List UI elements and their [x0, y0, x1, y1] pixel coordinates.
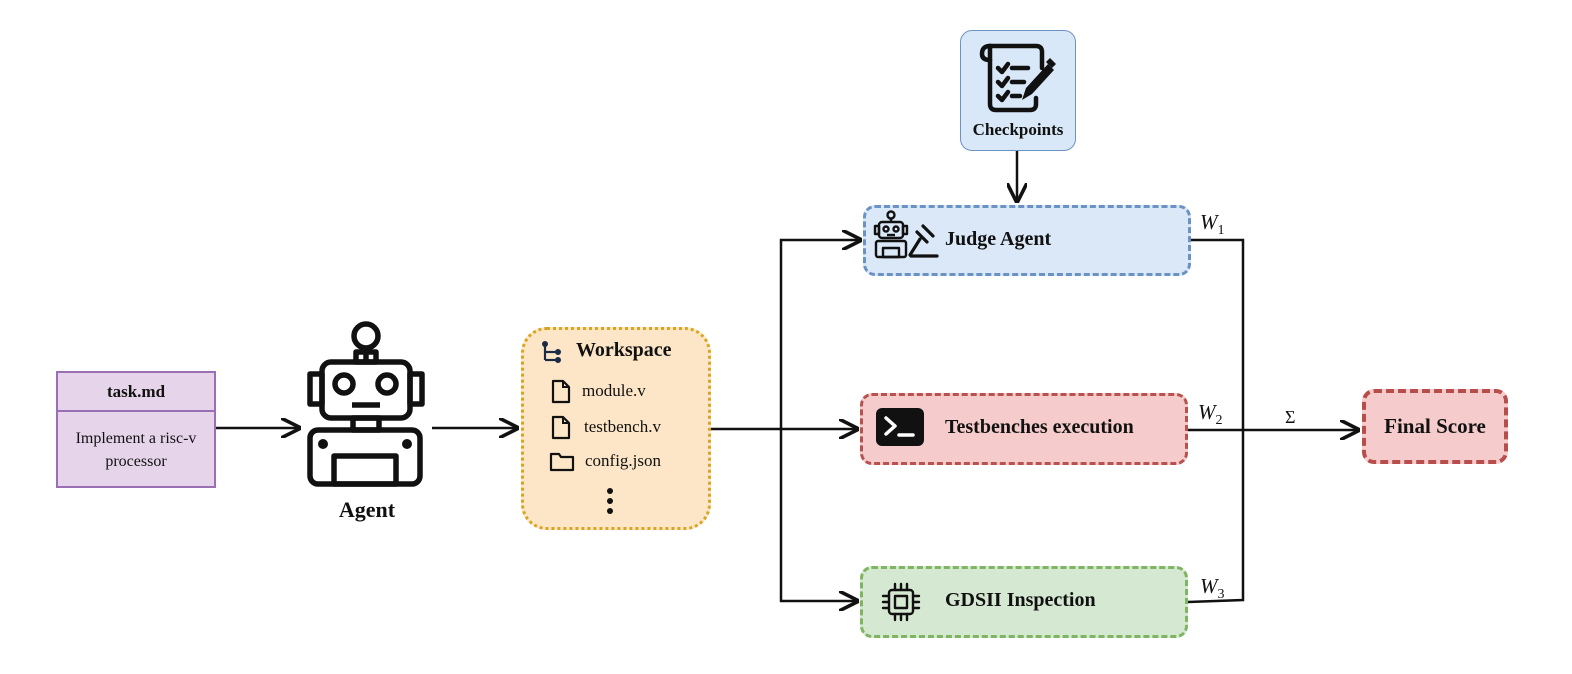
line-judge-to-sum	[1191, 238, 1245, 430]
file-icon	[551, 379, 571, 404]
task-description: Implement a risc-v processor	[75, 430, 197, 470]
weight-1: W1	[1200, 210, 1225, 239]
folder-tree-icon	[542, 341, 561, 363]
weight-3: W3	[1200, 574, 1225, 603]
agent-label: Agent	[338, 497, 396, 522]
workspace-file-testbench: testbench.v	[584, 417, 661, 436]
testbench-label: Testbenches execution	[945, 416, 1134, 438]
task-card: task.md Implement a risc-v processor	[56, 371, 216, 488]
arrow-workspace-to-gdsii	[779, 429, 857, 601]
weight-2: W2	[1198, 400, 1223, 429]
arrow-workspace-to-judge	[779, 240, 860, 429]
final-score-label: Final Score	[1384, 414, 1486, 438]
workspace-file-config: config.json	[585, 451, 662, 470]
folder-icon	[549, 452, 575, 472]
checklist-scroll-icon	[979, 43, 1056, 113]
terminal-icon	[876, 408, 924, 446]
gdsii-label: GDSII Inspection	[945, 589, 1096, 611]
line-gdsii-to-sum	[1187, 430, 1245, 604]
final-score-box: Final Score	[1362, 389, 1508, 464]
workspace-title: Workspace	[576, 339, 672, 361]
judge-agent-label: Judge Agent	[945, 228, 1052, 250]
file-icon	[551, 415, 571, 440]
sum-symbol: Σ	[1285, 407, 1296, 427]
task-title: task.md	[58, 373, 214, 412]
chip-icon	[881, 582, 921, 622]
workspace-file-module: module.v	[582, 381, 646, 400]
checkpoints-label: Checkpoints	[972, 120, 1064, 139]
robot-icon	[307, 321, 425, 487]
checkpoints-box	[960, 30, 1076, 151]
vertical-ellipsis-icon	[607, 488, 613, 514]
robot-gavel-icon	[873, 210, 939, 259]
